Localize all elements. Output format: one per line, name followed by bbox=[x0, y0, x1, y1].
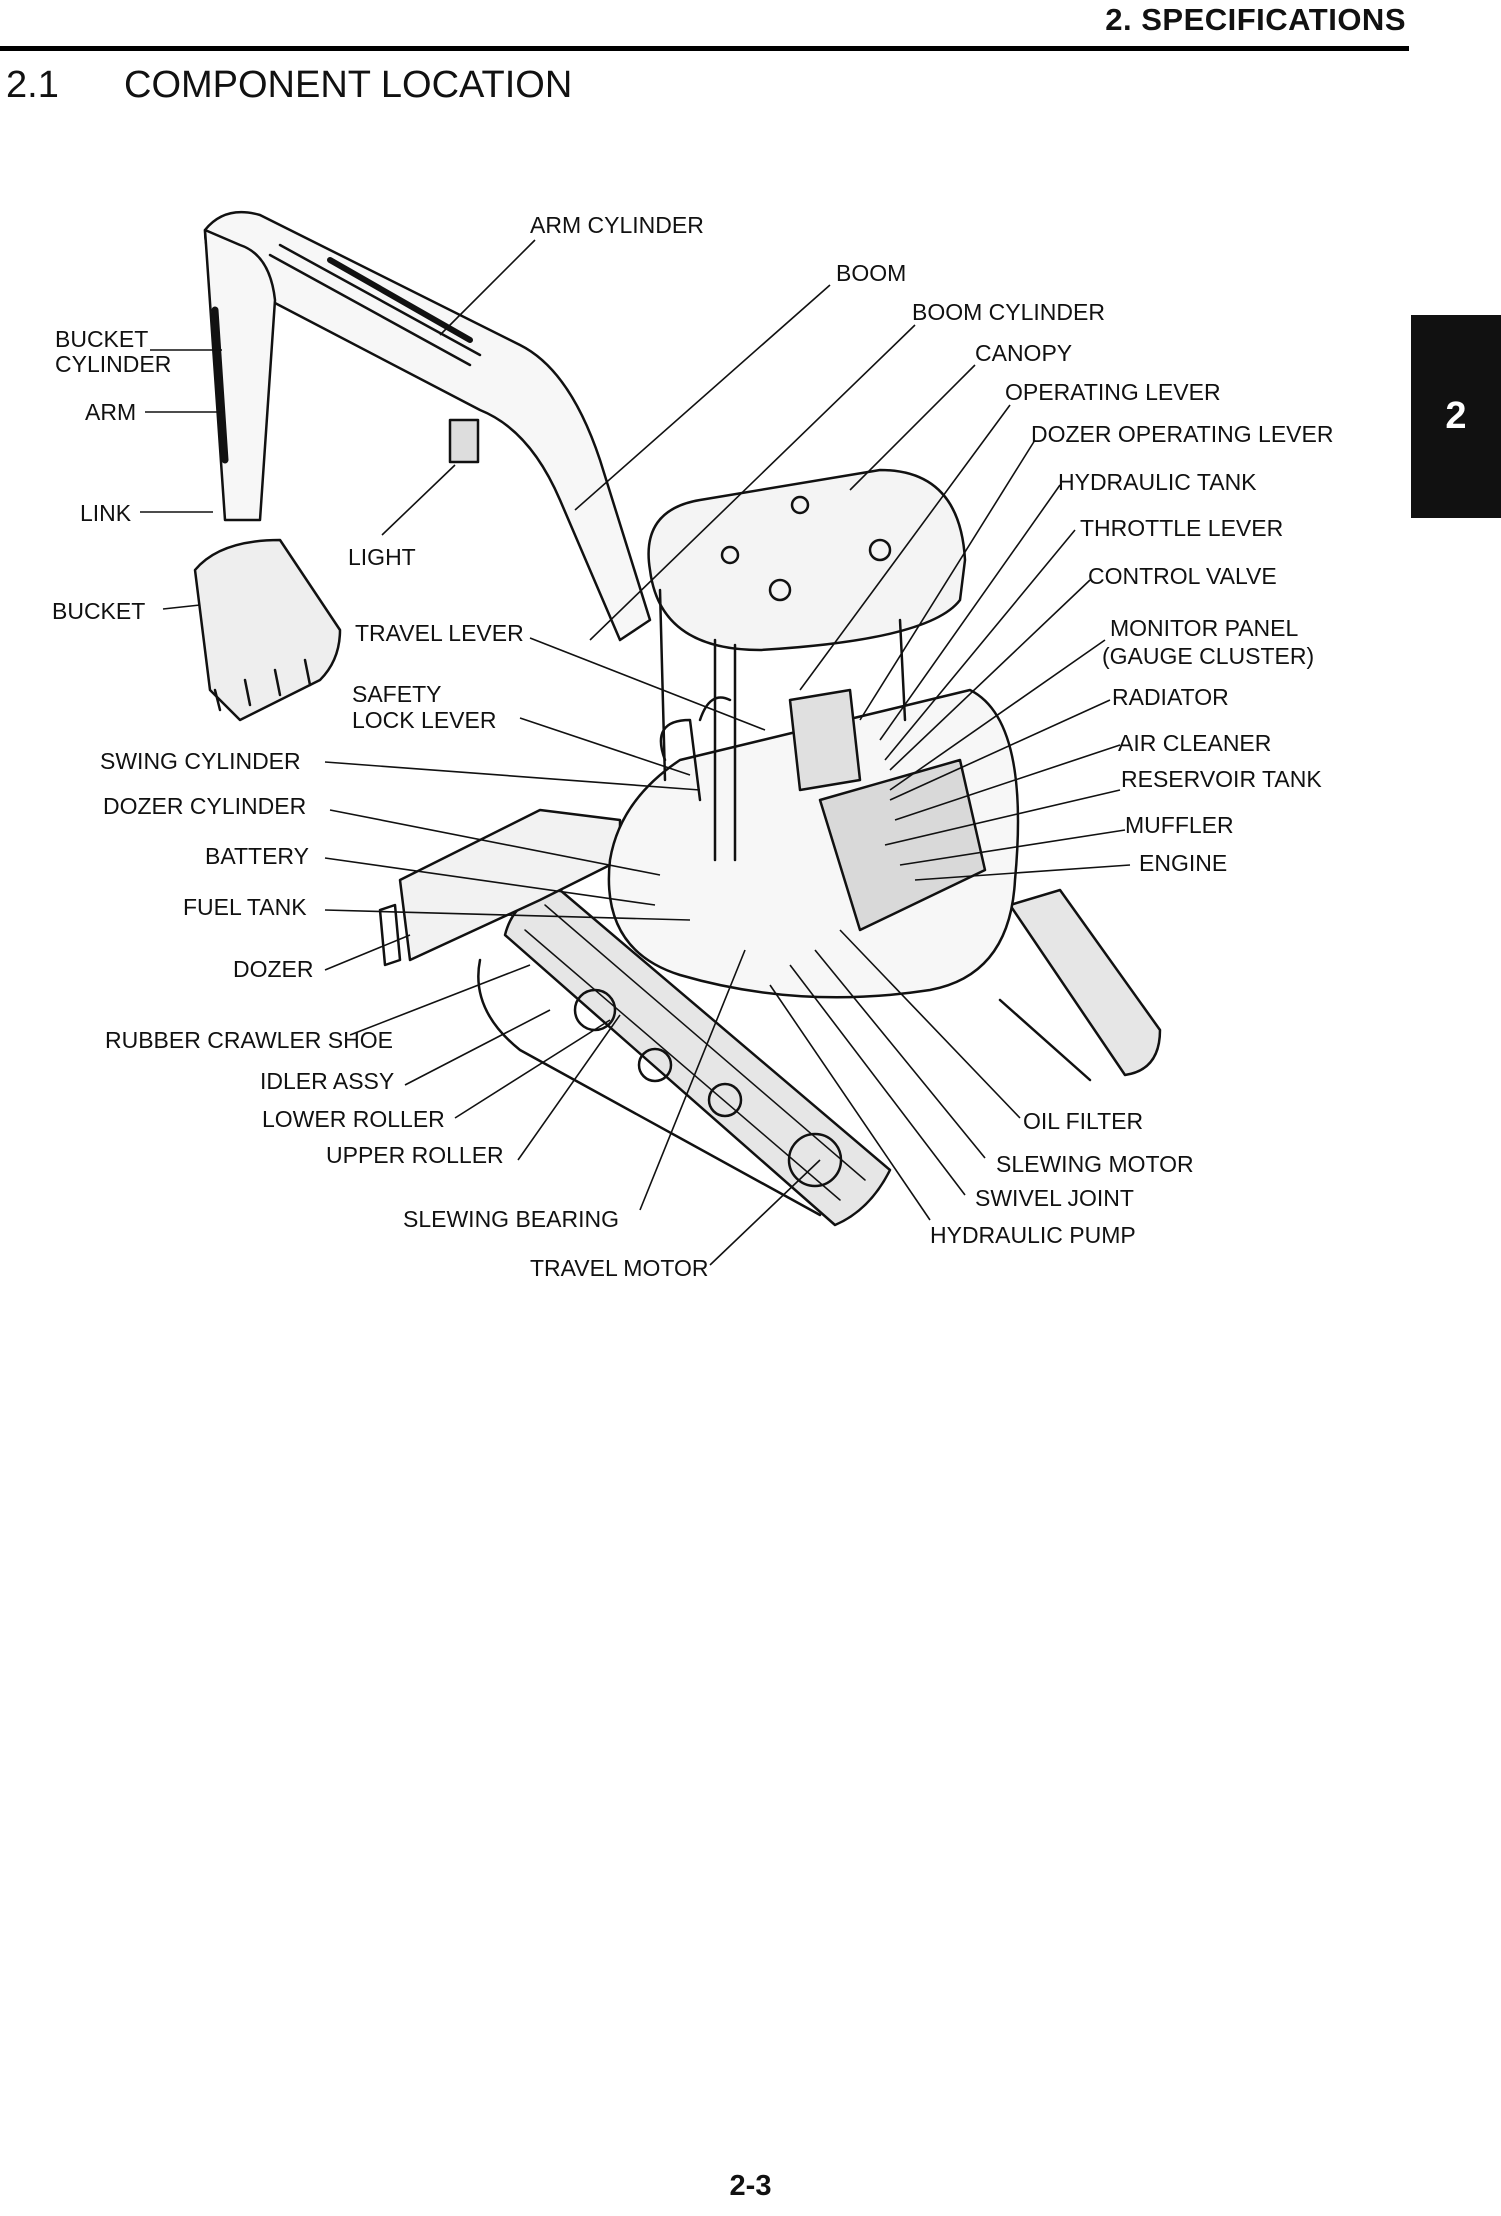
label-monitor-panel: MONITOR PANEL bbox=[1110, 615, 1298, 641]
bucket-teeth bbox=[213, 658, 312, 712]
chapter-header-title: 2. SPECIFICATIONS bbox=[1105, 2, 1406, 37]
callout-labels: ARM CYLINDER BOOM BOOM CYLINDER CANOPY O… bbox=[52, 212, 1333, 1281]
label-swivel-joint: SWIVEL JOINT bbox=[975, 1185, 1134, 1211]
label-arm-cylinder: ARM CYLINDER bbox=[530, 212, 704, 238]
label-muffler: MUFFLER bbox=[1125, 812, 1234, 838]
label-travel-lever: TRAVEL LEVER bbox=[355, 620, 524, 646]
label-bucket: BUCKET bbox=[52, 598, 145, 624]
bucket-outline bbox=[193, 538, 342, 722]
label-gauge-cluster: (GAUGE CLUSTER) bbox=[1102, 643, 1314, 669]
label-idler-assy: IDLER ASSY bbox=[260, 1068, 394, 1094]
label-link: LINK bbox=[80, 500, 132, 526]
label-dozer-cylinder: DOZER CYLINDER bbox=[103, 793, 306, 819]
label-battery: BATTERY bbox=[205, 843, 309, 869]
label-safety-lock-lever-1: SAFETY bbox=[352, 681, 441, 707]
section-number: 2.1 bbox=[6, 64, 59, 106]
section-title: COMPONENT LOCATION bbox=[124, 64, 573, 106]
label-engine: ENGINE bbox=[1139, 850, 1227, 876]
label-safety-lock-lever-2: LOCK LEVER bbox=[352, 707, 496, 733]
label-rubber-crawler-shoe: RUBBER CRAWLER SHOE bbox=[105, 1027, 393, 1053]
chapter-tab-number: 2 bbox=[1445, 395, 1467, 437]
light-fixture bbox=[448, 418, 480, 464]
crawler-track-right bbox=[998, 888, 1162, 1082]
label-throttle-lever: THROTTLE LEVER bbox=[1080, 515, 1283, 541]
label-reservoir-tank: RESERVOIR TANK bbox=[1121, 766, 1322, 792]
operator-seat bbox=[788, 688, 862, 792]
header-rule bbox=[0, 46, 1409, 51]
arm bbox=[203, 228, 277, 522]
label-swing-cylinder: SWING CYLINDER bbox=[100, 748, 301, 774]
label-light: LIGHT bbox=[348, 544, 416, 570]
label-boom-cylinder: BOOM CYLINDER bbox=[912, 299, 1105, 325]
label-travel-motor: TRAVEL MOTOR bbox=[530, 1255, 709, 1281]
label-slewing-bearing: SLEWING BEARING bbox=[403, 1206, 619, 1232]
label-air-cleaner: AIR CLEANER bbox=[1118, 730, 1271, 756]
label-upper-roller: UPPER ROLLER bbox=[326, 1142, 504, 1168]
label-boom: BOOM bbox=[836, 260, 906, 286]
excavator-illustration bbox=[193, 210, 1162, 1227]
label-operating-lever: OPERATING LEVER bbox=[1005, 379, 1221, 405]
arm-cylinder bbox=[327, 257, 473, 343]
label-hydraulic-tank: HYDRAULIC TANK bbox=[1058, 469, 1257, 495]
label-control-valve: CONTROL VALVE bbox=[1088, 563, 1277, 589]
label-hydraulic-pump: HYDRAULIC PUMP bbox=[930, 1222, 1136, 1248]
label-radiator: RADIATOR bbox=[1112, 684, 1229, 710]
label-oil-filter: OIL FILTER bbox=[1023, 1108, 1143, 1134]
boom-cylinder bbox=[268, 243, 482, 367]
dozer-blade-edge bbox=[378, 903, 402, 967]
label-bucket-cylinder-2: CYLINDER bbox=[55, 351, 171, 377]
canopy bbox=[647, 468, 967, 862]
label-canopy: CANOPY bbox=[975, 340, 1072, 366]
label-slewing-motor: SLEWING MOTOR bbox=[996, 1151, 1194, 1177]
label-lower-roller: LOWER ROLLER bbox=[262, 1106, 445, 1132]
label-dozer-operating-lever: DOZER OPERATING LEVER bbox=[1031, 421, 1333, 447]
levers bbox=[659, 696, 732, 802]
chapter-tab: 2 bbox=[1411, 315, 1501, 518]
label-arm: ARM bbox=[85, 399, 136, 425]
upper-structure-body bbox=[607, 688, 1020, 999]
label-fuel-tank: FUEL TANK bbox=[183, 894, 307, 920]
bucket-cylinder bbox=[211, 306, 229, 464]
section-heading: 2.1 COMPONENT LOCATION bbox=[6, 64, 572, 107]
leader-lines bbox=[140, 239, 1131, 1266]
label-dozer: DOZER bbox=[233, 956, 314, 982]
label-bucket-cylinder-1: BUCKET bbox=[55, 326, 148, 352]
page-number: 2-3 bbox=[729, 2170, 772, 2202]
